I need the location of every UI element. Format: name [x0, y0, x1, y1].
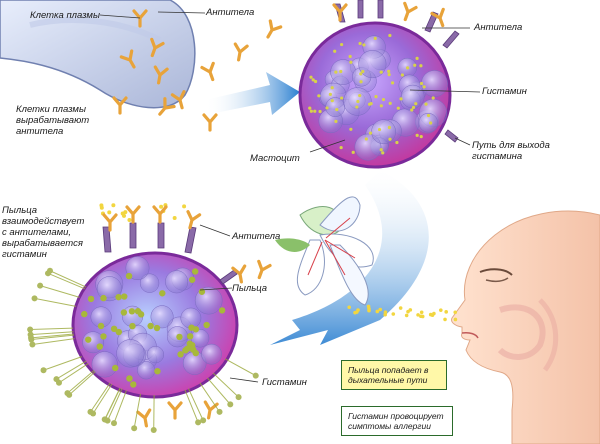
antibody-icon	[102, 1, 445, 428]
airways-line: Пыльца попадает в	[348, 365, 429, 375]
antibody-icon	[266, 19, 283, 39]
symptoms-line: Гистамин провоцирует	[348, 411, 444, 421]
antibody-icon	[430, 7, 445, 28]
antibody-icon	[112, 96, 128, 115]
antibody-icon	[231, 264, 247, 284]
antibodies-top-label: Антитела	[206, 7, 255, 18]
pollen-label: Пыльца	[232, 283, 268, 294]
antibody-icon	[136, 408, 152, 428]
symptoms-line: симптомы аллергии	[348, 421, 431, 431]
mast-cell-icon	[298, 0, 460, 169]
mast-cell-icon	[71, 222, 239, 399]
arrow-icon	[270, 170, 429, 345]
plasma-cells-produce-line: антитела	[16, 126, 64, 137]
airways-info-box: Пыльца попадает в дыхательные пути	[341, 360, 447, 390]
antibodies-right-label: Антитела	[474, 22, 523, 33]
antibody-icon	[167, 401, 183, 420]
histamine-top-label: Гистамин	[482, 86, 527, 97]
plasma-cells-produce-label: Клетки плазмы вырабатывают антитела	[16, 104, 89, 137]
antibody-icon	[153, 65, 169, 85]
pollen-interacts-line: взаимодействует	[2, 216, 85, 227]
pollen-interacts-label: Пыльца взаимодействует с антителами, выр…	[2, 205, 84, 260]
histamine-exit-line: гистамина	[472, 151, 523, 162]
antibody-icon	[403, 1, 418, 22]
pollen-interacts-line: гистамин	[2, 249, 47, 260]
antibodies-bottom-label: Антитела	[232, 231, 281, 242]
pollen-interacts-line: с антителами,	[2, 227, 72, 238]
antibody-icon	[233, 42, 249, 62]
antibody-icon	[186, 210, 202, 230]
airways-line: дыхательные пути	[348, 375, 428, 385]
face-profile-icon	[451, 210, 600, 444]
antibody-icon	[158, 97, 176, 116]
histamine-exit-label: Путь для выхода гистамина	[472, 140, 550, 162]
histamine-bottom-label: Гистамин	[262, 377, 307, 388]
antibody-icon	[203, 400, 219, 420]
antibody-icon	[125, 205, 141, 224]
arrow-icon	[205, 72, 300, 115]
antibody-icon	[200, 61, 215, 82]
antibody-icon	[202, 113, 218, 132]
antibody-icon	[102, 213, 118, 232]
plasma-cells-produce-line: вырабатывают	[16, 115, 90, 126]
symptoms-info-box: Гистамин провоцирует симптомы аллергии	[341, 406, 453, 436]
plasma-cell-label: Клетка плазмы	[30, 10, 100, 21]
antibody-icon	[150, 37, 165, 58]
antibody-icon	[152, 205, 168, 224]
mast-cell-label: Мастоцит	[250, 153, 300, 164]
pollen-interacts-line: Пыльца	[2, 205, 38, 216]
lily-flower-icon	[275, 196, 374, 306]
plasma-cells-produce-line: Клетки плазмы	[16, 104, 86, 115]
pollen-interacts-line: вырабатывается	[2, 238, 83, 249]
antibody-icon	[170, 90, 186, 110]
antibody-icon	[332, 3, 348, 22]
histamine-exit-line: Путь для выхода	[472, 140, 550, 151]
antibody-icon	[257, 259, 272, 280]
plasma-cell-icon	[0, 0, 196, 109]
antibody-icon	[119, 49, 136, 69]
